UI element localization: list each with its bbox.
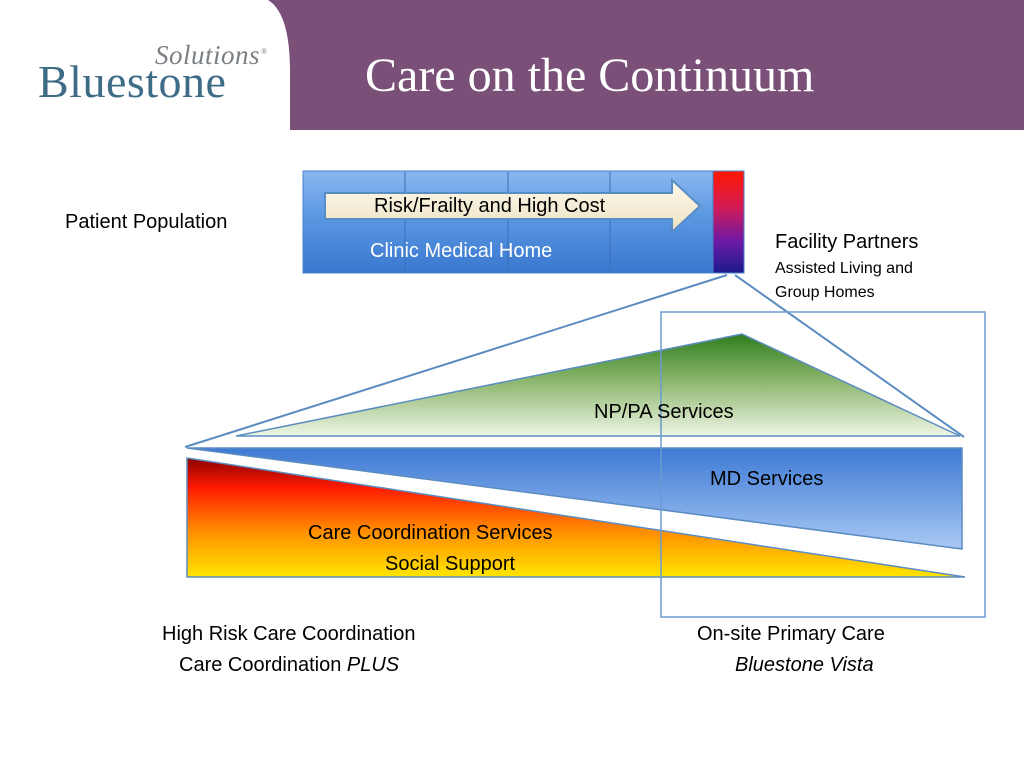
facility-sub-line-1: Assisted Living and [775, 260, 913, 277]
bluestone-vista-outline [660, 311, 986, 618]
care-coordination-label: Care Coordination Services [308, 522, 553, 544]
left-caption-line-1: High Risk Care Coordination [162, 623, 416, 645]
risk-arrow [324, 177, 702, 235]
md-services-label: MD Services [710, 468, 824, 490]
funnel-lines [184, 274, 965, 448]
logo-solutions: Solutions® [155, 40, 268, 70]
header-band [268, 0, 1024, 130]
facility-sub-line-2: Group Homes [775, 284, 875, 301]
np-pa-services-shape [235, 333, 961, 437]
np-pa-services-label: NP/PA Services [594, 401, 734, 423]
logo-bluestone: Bluestone [38, 56, 227, 107]
risk-arrow-label: Risk/Frailty and High Cost [374, 195, 606, 217]
left-caption-line-2: Care Coordination PLUS [179, 654, 400, 676]
social-support-label: Social Support [385, 553, 516, 575]
right-caption-line-1: On-site Primary Care [697, 623, 885, 645]
page-title: Care on the Continuum [365, 49, 815, 102]
clinic-medical-home-box [302, 170, 716, 274]
md-services-shape [186, 447, 963, 550]
patient-population-label: Patient Population [65, 211, 228, 233]
clinic-medical-home-label: Clinic Medical Home [370, 240, 553, 262]
right-caption-line-2: Bluestone Vista [735, 654, 874, 676]
risk-color-bar [712, 170, 745, 274]
facility-partners-label: Facility Partners [775, 231, 919, 253]
care-coordination-shape [186, 457, 966, 578]
